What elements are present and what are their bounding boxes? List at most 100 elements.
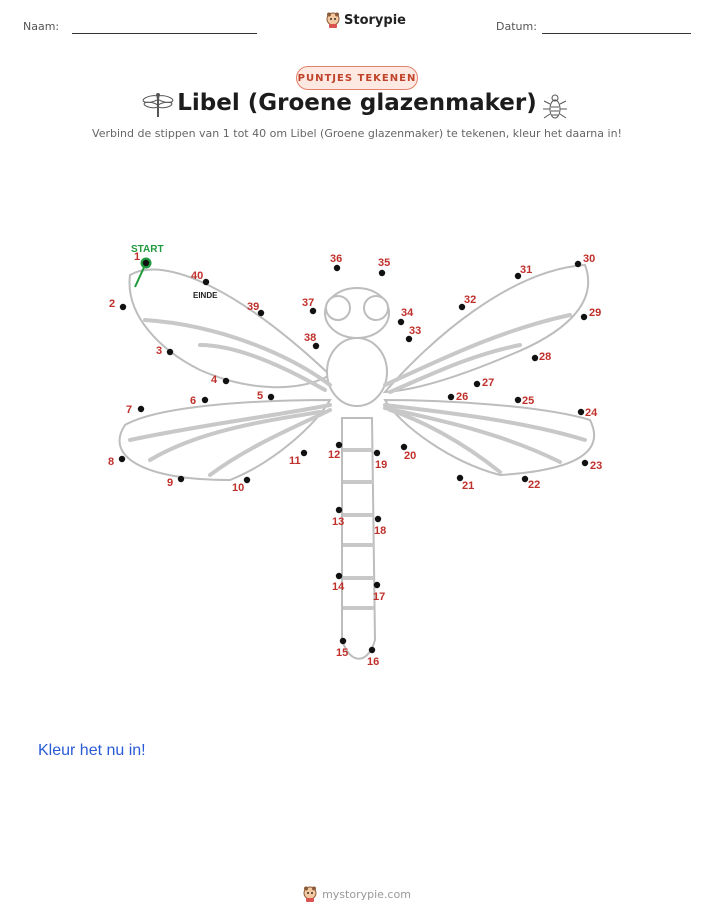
dot-37 <box>309 307 317 315</box>
footer-url: mystorypie.com <box>322 887 411 901</box>
dot-label-36: 36 <box>330 253 342 265</box>
dot-38 <box>312 342 320 350</box>
dot-label-34: 34 <box>401 307 414 319</box>
start-label: START <box>131 244 164 255</box>
dot-31 <box>514 272 522 280</box>
dot-label-4: 4 <box>211 374 218 386</box>
category-badge: PUNTJES TEKENEN <box>296 66 418 90</box>
dot-label-9: 9 <box>167 477 173 489</box>
wing-veins <box>128 313 587 477</box>
dot-label-12: 12 <box>328 449 340 461</box>
dot-34 <box>397 318 405 326</box>
dot-label-14: 14 <box>332 581 345 593</box>
dot-3 <box>166 348 174 356</box>
dot-13 <box>335 506 343 514</box>
dot-36 <box>333 264 341 272</box>
dot-label-26: 26 <box>456 391 468 403</box>
dot-label-35: 35 <box>378 257 390 269</box>
dot-2 <box>119 303 127 311</box>
dot-label-6: 6 <box>190 395 196 407</box>
dot-11 <box>300 449 308 457</box>
storypie-mascot-icon <box>326 12 340 28</box>
dot-4 <box>222 377 230 385</box>
name-label: Naam: <box>23 20 60 33</box>
dot-label-28: 28 <box>539 351 551 363</box>
dot-label-5: 5 <box>257 390 263 402</box>
dot-6 <box>201 396 209 404</box>
dragonfly-icon <box>142 93 174 117</box>
dot-label-17: 17 <box>373 591 385 603</box>
dot-label-21: 21 <box>462 480 474 492</box>
dot-label-24: 24 <box>585 407 598 419</box>
dot-label-2: 2 <box>109 298 115 310</box>
dot-label-13: 13 <box>332 516 344 528</box>
dot-1 <box>142 259 150 267</box>
insect-icon <box>543 94 567 119</box>
dot-12 <box>335 441 343 449</box>
dot-40 <box>202 278 210 286</box>
dot-label-19: 19 <box>375 459 387 471</box>
dot-label-11: 11 <box>289 455 301 467</box>
dot-39 <box>257 309 265 317</box>
dot-label-40: 40 <box>191 270 203 282</box>
dot-19 <box>373 449 381 457</box>
color-it-in-text: Kleur het nu in! <box>38 742 146 759</box>
dot-label-31: 31 <box>520 264 532 276</box>
dot-8 <box>118 455 126 463</box>
abdomen-segments <box>343 448 374 610</box>
eyes <box>325 295 389 321</box>
dot-21 <box>456 474 464 482</box>
dot-14 <box>335 572 343 580</box>
dot-9 <box>177 475 185 483</box>
dot-18 <box>374 515 382 523</box>
dot-label-39: 39 <box>247 301 259 313</box>
dot-26 <box>447 393 455 401</box>
name-field[interactable] <box>72 33 257 34</box>
dot-16 <box>368 646 376 654</box>
dot-label-18: 18 <box>374 525 386 537</box>
dot-35 <box>378 269 386 277</box>
dot-label-3: 3 <box>156 345 162 357</box>
dot-23 <box>581 459 589 467</box>
brand-name: Storypie <box>344 12 406 28</box>
dot-label-29: 29 <box>589 307 601 319</box>
dot-label-23: 23 <box>590 460 602 472</box>
dot-label-8: 8 <box>108 456 114 468</box>
dot-22 <box>521 475 529 483</box>
dot-30 <box>574 260 582 268</box>
dot-20 <box>400 443 408 451</box>
dot-label-30: 30 <box>583 253 595 265</box>
dot-32 <box>458 303 466 311</box>
storypie-mascot-icon <box>303 886 317 902</box>
dot-25 <box>514 396 522 404</box>
dot-label-27: 27 <box>482 377 494 389</box>
dot-24 <box>577 408 585 416</box>
dot-7 <box>137 405 145 413</box>
dot-17 <box>373 581 381 589</box>
dot-label-22: 22 <box>528 479 540 491</box>
date-field[interactable] <box>542 33 691 34</box>
dot-label-20: 20 <box>404 450 416 462</box>
dot-28 <box>531 354 539 362</box>
dot-label-25: 25 <box>522 395 534 407</box>
instructions: Verbind de stippen van 1 tot 40 om Libel… <box>92 127 622 140</box>
dot-29 <box>580 313 588 321</box>
dot-33 <box>405 335 413 343</box>
dot-label-37: 37 <box>302 297 314 309</box>
dot-10 <box>243 476 251 484</box>
dot-label-38: 38 <box>304 332 316 344</box>
footer: mystorypie.com <box>0 886 714 902</box>
dot-label-7: 7 <box>126 404 132 416</box>
brand-logo: Storypie <box>326 12 406 28</box>
dot-15 <box>339 637 347 645</box>
end-label: EINDE <box>193 291 218 300</box>
dot-5 <box>267 393 275 401</box>
dot-label-33: 33 <box>409 325 421 337</box>
dot-label-1: 1 <box>134 251 140 263</box>
dot-label-32: 32 <box>464 294 476 306</box>
dot-label-10: 10 <box>232 482 244 494</box>
dot-27 <box>473 380 481 388</box>
dot-label-16: 16 <box>367 656 379 668</box>
